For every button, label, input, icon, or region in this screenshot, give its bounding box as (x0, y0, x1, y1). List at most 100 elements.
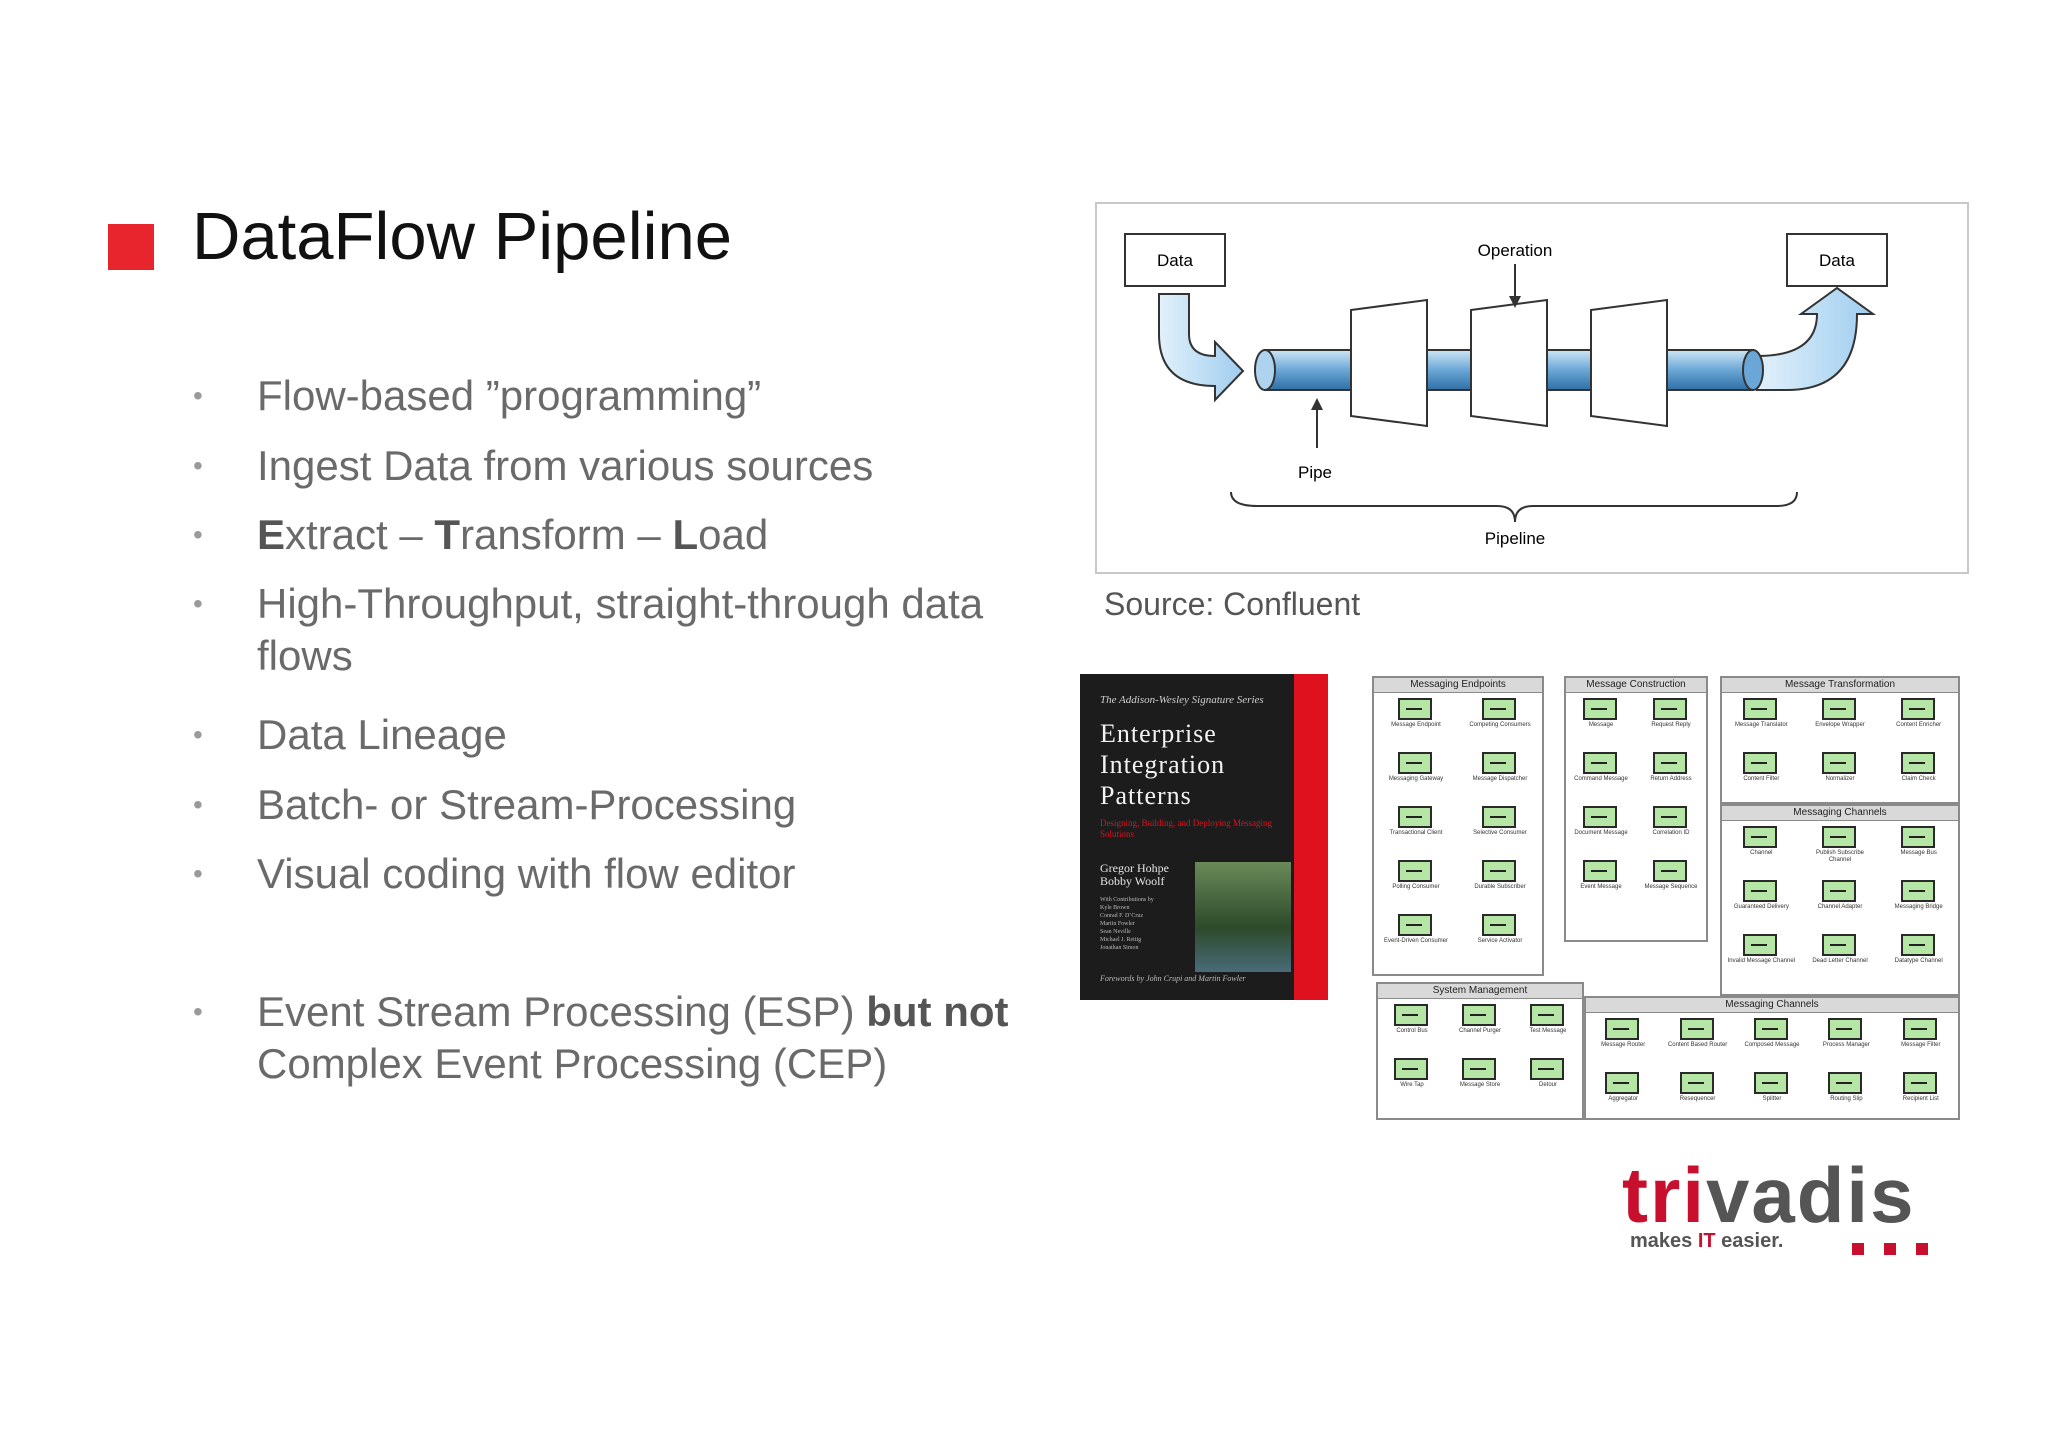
pattern-item: Process Manager (1822, 1018, 1870, 1054)
pattern-label: Message Dispatcher (1472, 776, 1528, 782)
pattern-label: Channel (1750, 850, 1773, 856)
pattern-item: Test Message (1524, 1004, 1572, 1040)
pattern-label: Command Message (1574, 776, 1628, 782)
pattern-icon (1679, 1072, 1714, 1094)
pattern-item: Command Message (1574, 752, 1628, 788)
pattern-label: Recipient List (1902, 1096, 1939, 1102)
pattern-icon (1653, 806, 1687, 828)
pattern-label: Dead Letter Channel (1812, 958, 1868, 964)
pattern-panel-title: Message Transformation (1722, 678, 1958, 693)
logo-tagline: makes IT easier. (1630, 1230, 1783, 1253)
pattern-label: Message Filter (1901, 1042, 1941, 1048)
bullet-part: xtract – (285, 511, 435, 558)
book-contributor: Kyle Brown (1100, 905, 1130, 911)
pattern-item: Message Translator (1735, 698, 1788, 734)
pattern-item: Transactional Client (1390, 806, 1442, 842)
book-contributor: With Contributions by (1100, 897, 1154, 903)
pattern-item: Messaging Bridge (1895, 880, 1943, 916)
pattern-item: Polling Consumer (1392, 860, 1440, 896)
pattern-label: Guaranteed Delivery (1733, 904, 1789, 910)
tagline-post: easier. (1715, 1230, 1784, 1252)
pattern-item: Selective Consumer (1473, 806, 1527, 842)
pattern-item: Resequencer (1674, 1072, 1722, 1108)
logo-word-red: tri (1622, 1151, 1706, 1239)
pattern-label: Transactional Client (1389, 830, 1443, 836)
pattern-item: Message Sequence (1644, 860, 1698, 896)
pipeline-label: Pipeline (1485, 529, 1546, 548)
pattern-icon (1900, 698, 1935, 720)
bullet-dot: • (193, 858, 203, 889)
pattern-item: Normalizer (1816, 752, 1864, 788)
pattern-icon (1828, 1018, 1863, 1040)
book-contributor: Michael J. Rettig (1100, 937, 1142, 943)
pattern-icon (1605, 1018, 1640, 1040)
pattern-panel-title: System Management (1378, 984, 1582, 999)
pattern-item: Message Router (1599, 1018, 1647, 1054)
pattern-label: Selective Consumer (1473, 830, 1527, 836)
pattern-item: Correlation ID (1647, 806, 1695, 842)
book-authors: Gregor Hohpe Bobby Woolf (1100, 862, 1169, 888)
pattern-icon (1482, 752, 1516, 774)
pattern-label: Composed Message (1744, 1042, 1800, 1048)
pattern-icon (1828, 1072, 1863, 1094)
bullet-dot: • (193, 450, 203, 481)
pattern-icon (1900, 826, 1935, 848)
pattern-icon (1605, 1072, 1640, 1094)
pattern-icon (1743, 934, 1778, 956)
pattern-icon (1394, 1004, 1428, 1026)
pattern-label: Content Filter (1743, 776, 1780, 782)
pattern-label: Invalid Message Channel (1727, 958, 1796, 964)
pattern-label: Channel Adapter (1817, 904, 1863, 910)
pattern-label: Detour (1538, 1082, 1557, 1088)
pattern-item: Durable Subscriber (1474, 860, 1526, 896)
pipe-label: Pipe (1298, 463, 1332, 482)
pattern-item: Channel (1737, 826, 1785, 862)
trivadis-logo: trivadis (1622, 1150, 1915, 1241)
pattern-icon (1398, 752, 1432, 774)
pattern-item: Content Enricher (1895, 698, 1943, 734)
book-contributor: Conrad F. D’Cruz (1100, 913, 1144, 919)
book-author: Gregor Hohpe (1100, 861, 1169, 875)
book-red-strip (1294, 674, 1328, 1000)
pattern-label: Process Manager (1822, 1042, 1870, 1048)
book-contributor: Jonathan Simon (1100, 945, 1139, 951)
pattern-label: Service Activator (1477, 938, 1523, 944)
pattern-item: Service Activator (1476, 914, 1524, 950)
pattern-label: Messaging Gateway (1388, 776, 1444, 782)
pattern-item: Message Store (1456, 1058, 1504, 1094)
pattern-item: Detour (1524, 1058, 1572, 1094)
pattern-label: Message Translator (1734, 722, 1788, 728)
pattern-icon (1743, 752, 1778, 774)
pattern-label: Event Message (1580, 884, 1622, 890)
bullet-part: oad (698, 511, 769, 558)
pattern-panel-title: Messaging Endpoints (1374, 678, 1542, 693)
bullet-part: Complex Event Processing (CEP) (257, 1040, 888, 1087)
logo-dots (1852, 1242, 1948, 1260)
bullet-text: Flow-based ”programming” (257, 372, 762, 419)
pattern-item: Return Address (1647, 752, 1695, 788)
bullet-bold-part: but not (866, 988, 1009, 1035)
bullet-text: Data Lineage (257, 711, 507, 758)
operation-label: Operation (1478, 241, 1553, 260)
tagline-pre: makes (1630, 1230, 1698, 1252)
pattern-panel-title: Message Construction (1566, 678, 1706, 693)
pattern-label: Competing Consumers (1469, 722, 1531, 728)
bullet-dot: • (193, 380, 203, 411)
pattern-icon (1530, 1058, 1564, 1080)
pattern-item: Message Endpoint (1391, 698, 1441, 734)
pattern-icon (1743, 880, 1778, 902)
pattern-icon (1900, 934, 1935, 956)
pattern-icon (1530, 1004, 1564, 1026)
pattern-icon (1482, 860, 1516, 882)
output-arrow (1756, 286, 1877, 391)
pattern-label: Durable Subscriber (1474, 884, 1526, 890)
pattern-label: Document Message (1574, 830, 1628, 836)
pattern-item: Message Bus (1895, 826, 1943, 862)
pattern-label: Event-Driven Consumer (1383, 938, 1449, 944)
pattern-icon (1679, 1018, 1714, 1040)
pattern-icon (1482, 914, 1516, 936)
pattern-label: Test Message (1529, 1028, 1567, 1034)
pattern-item: Content Filter (1737, 752, 1785, 788)
pattern-label: Wire Tap (1400, 1082, 1424, 1088)
